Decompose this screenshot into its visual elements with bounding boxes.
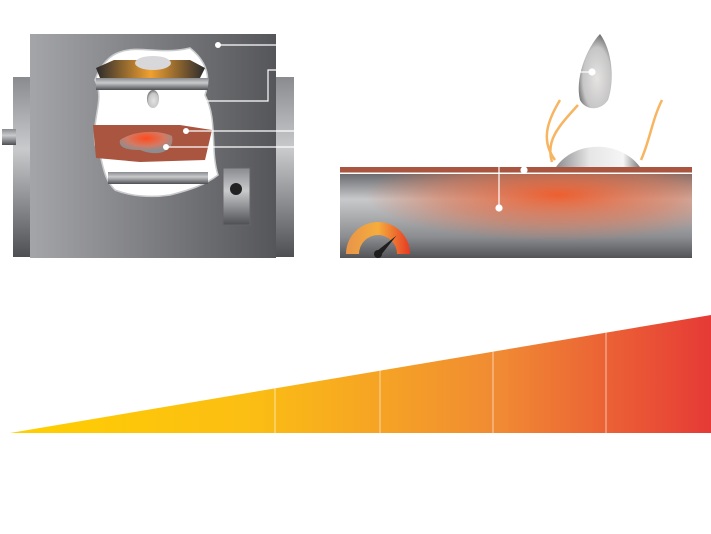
- electrode-tip: [135, 56, 171, 70]
- heat-waves-icon: [545, 99, 664, 163]
- callout-lines: [166, 44, 294, 148]
- shaft-stub: [2, 129, 16, 145]
- weld-puddle: [119, 131, 173, 154]
- droplet-small: [147, 90, 159, 108]
- callout-dots: [163, 42, 221, 150]
- weld-bead: [556, 146, 640, 167]
- copper-strip: [340, 167, 692, 173]
- access-panel: [222, 167, 251, 226]
- gauge-needle: [375, 235, 397, 257]
- port-icon: [230, 183, 242, 195]
- wedge-fill: [10, 315, 711, 433]
- gauge-hub: [374, 250, 382, 258]
- upper-bar: [96, 78, 208, 90]
- welding-chamber: [2, 34, 294, 258]
- side-rail-left: [13, 77, 33, 257]
- wedge-dividers: [274, 332, 607, 433]
- temperature-gauge-icon: [346, 222, 410, 258]
- heated-pipe: [340, 34, 692, 258]
- side-rail-right: [276, 77, 294, 257]
- callouts: [340, 68, 692, 212]
- heat-zone: [340, 174, 692, 258]
- lower-bar: [108, 172, 208, 184]
- temperature-wedge: [10, 315, 711, 433]
